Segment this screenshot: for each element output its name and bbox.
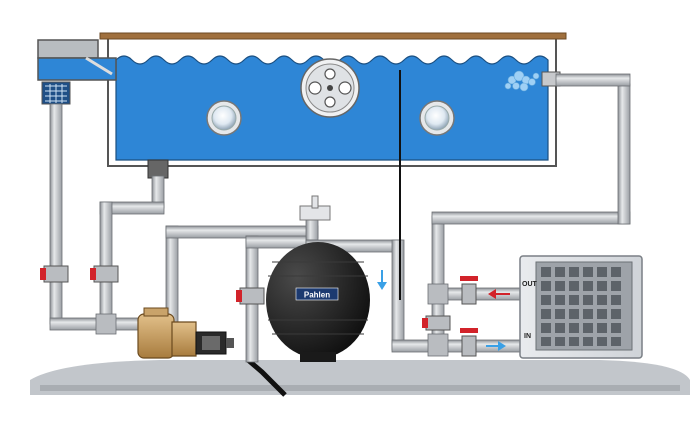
return-jet-bubbles bbox=[504, 70, 540, 92]
pump-volute bbox=[171, 321, 197, 357]
filter-brand-badge bbox=[295, 287, 339, 301]
flow-arrow-out-icon bbox=[488, 289, 510, 299]
pool-deck bbox=[99, 32, 567, 40]
main-drain bbox=[147, 159, 169, 179]
valve-filter-waste[interactable] bbox=[236, 287, 265, 305]
pool-light-left bbox=[206, 100, 242, 136]
flow-arrow-in-icon bbox=[486, 341, 506, 351]
counter-current-unit bbox=[300, 58, 360, 118]
heat-pump: OUT IN bbox=[519, 255, 643, 359]
heat-pump-in-label: IN bbox=[524, 333, 531, 340]
skimmer bbox=[37, 39, 117, 105]
valve-heat-pump-out[interactable] bbox=[460, 276, 478, 305]
sand-filter: Pahlen bbox=[266, 195, 370, 362]
drain-line-underground bbox=[246, 358, 287, 397]
valve-skimmer[interactable] bbox=[40, 265, 69, 283]
flow-arrow-down-icon bbox=[377, 270, 387, 290]
heat-pump-out-label: OUT bbox=[522, 281, 538, 288]
pool-light-right bbox=[419, 100, 455, 136]
heat-pump-grille bbox=[541, 267, 621, 346]
filter-brand-label: Pahlen bbox=[304, 291, 330, 300]
valve-bypass[interactable] bbox=[422, 315, 451, 331]
pump-prefilter bbox=[137, 313, 175, 359]
pump bbox=[137, 307, 234, 359]
skimmer-weir bbox=[85, 56, 113, 76]
pipework bbox=[49, 73, 631, 363]
valve-heat-pump-in[interactable] bbox=[460, 328, 478, 357]
valve-main-drain[interactable] bbox=[90, 265, 119, 283]
